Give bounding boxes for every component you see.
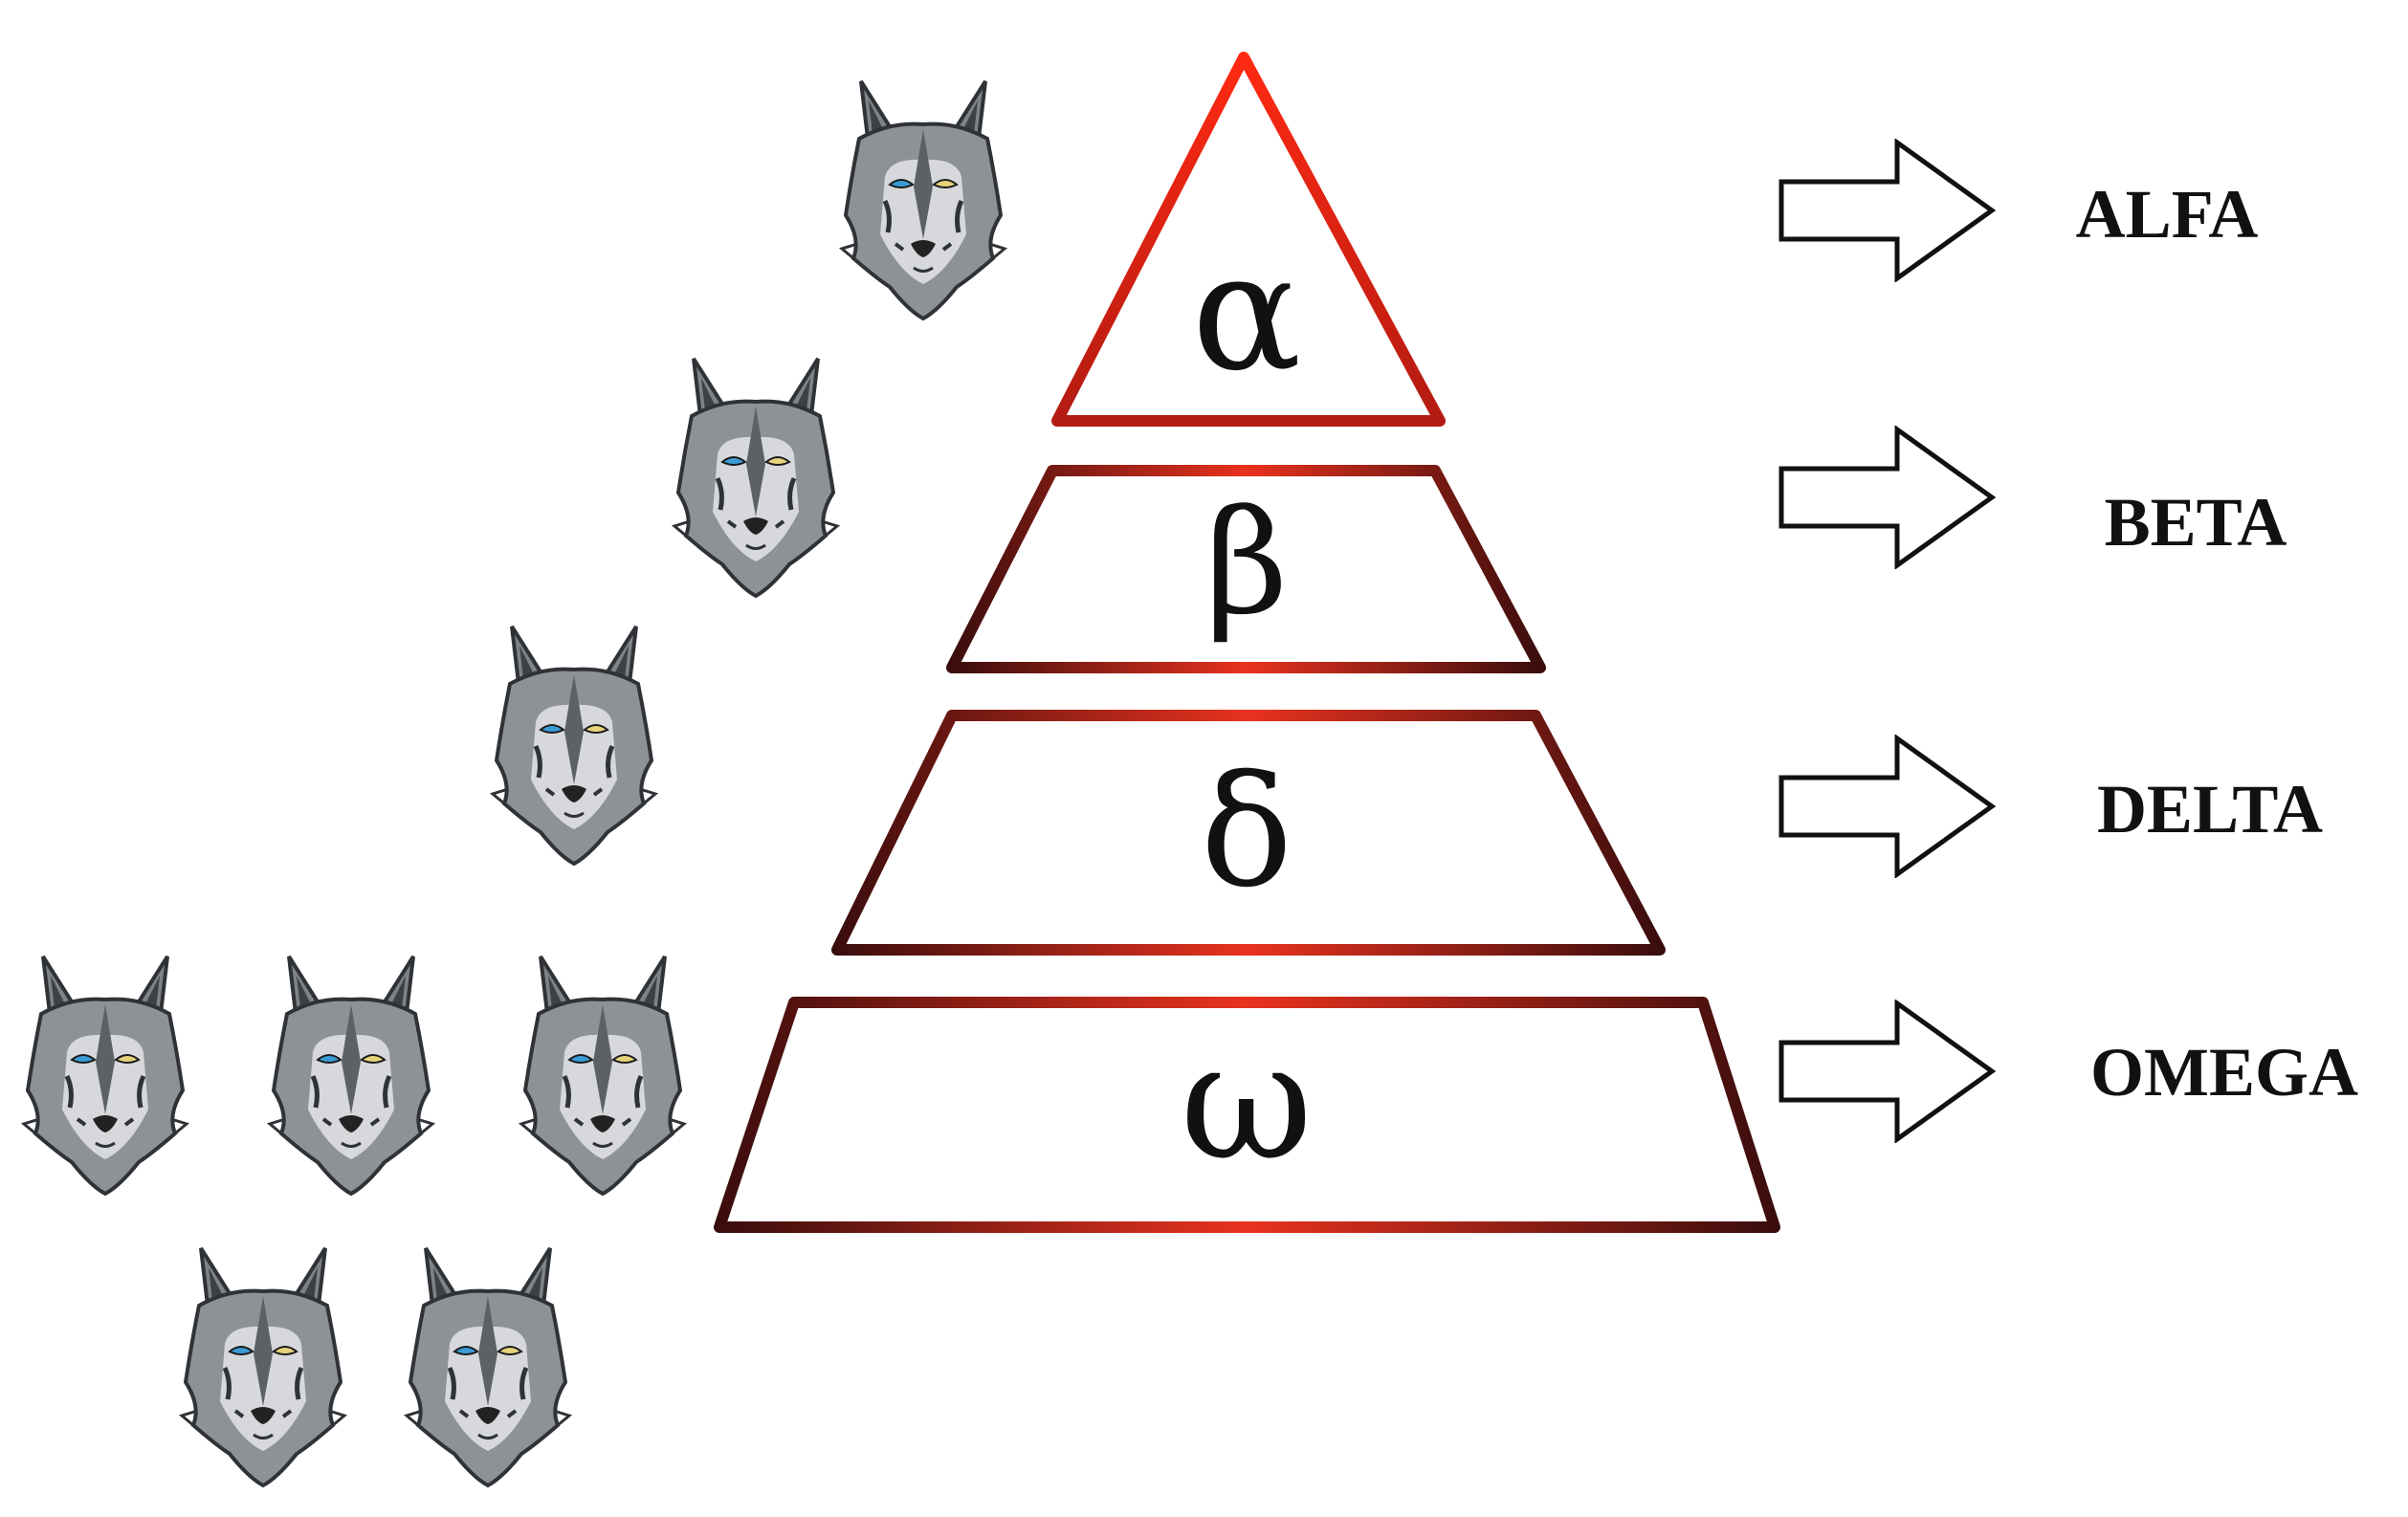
wolf-head-icon xyxy=(674,359,837,596)
pyramid: α β δ ω xyxy=(714,52,1780,1233)
tier-beta-label: BETA xyxy=(2105,484,2287,561)
tier-labels: ALFA BETA DELTA OMEGA xyxy=(2076,176,2358,1110)
right-arrow-icon xyxy=(1781,143,1992,278)
tier-alpha-symbol: α xyxy=(1192,218,1302,407)
tier-omega-symbol: ω xyxy=(1181,1007,1314,1197)
right-arrow-icon xyxy=(1781,1003,1992,1139)
tier-alpha-shape xyxy=(1051,52,1446,427)
wolf-head-icon xyxy=(24,956,187,1194)
tier-omega-label: OMEGA xyxy=(2090,1034,2358,1110)
wolf-head-icon xyxy=(842,81,1005,319)
tier-delta-shape xyxy=(831,710,1666,956)
wolf-head-icon xyxy=(493,627,655,864)
wolf-pack xyxy=(24,81,1005,1485)
wolf-head-icon xyxy=(182,1248,344,1485)
tier-delta-symbol: δ xyxy=(1201,742,1292,921)
right-arrow-icon xyxy=(1781,429,1992,565)
tier-delta-label: DELTA xyxy=(2097,771,2323,847)
right-arrow-icon xyxy=(1781,738,1992,874)
tier-beta-shape xyxy=(946,465,1546,673)
arrows xyxy=(1781,143,1992,1139)
tier-alpha-label: ALFA xyxy=(2076,176,2259,253)
tier-omega-shape xyxy=(714,997,1780,1233)
wolf-head-icon xyxy=(521,956,684,1194)
wolf-head-icon xyxy=(407,1248,569,1485)
tier-beta-symbol: β xyxy=(1205,480,1289,647)
wolf-head-icon xyxy=(270,956,432,1194)
